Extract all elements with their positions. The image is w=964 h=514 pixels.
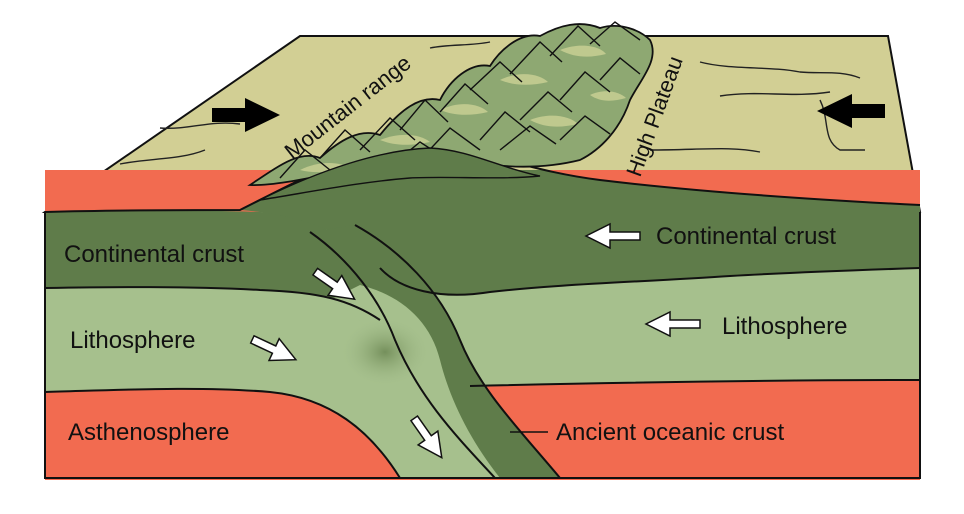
label-lithosphere-left: Lithosphere bbox=[70, 327, 195, 354]
continental-crust-left-layer bbox=[45, 210, 380, 320]
continental-crust-right-layer bbox=[240, 170, 920, 295]
arrow-crust-left bbox=[311, 267, 356, 301]
arrow-slab-down bbox=[409, 415, 443, 460]
label-continental-crust-right: Continental crust bbox=[656, 223, 836, 250]
arrow-lithosphere-right bbox=[644, 310, 701, 338]
arrow-crust-right bbox=[584, 222, 641, 250]
surface-arrow-right bbox=[817, 94, 885, 128]
label-lithosphere-right: Lithosphere bbox=[722, 313, 847, 340]
layer-boundaries bbox=[44, 224, 921, 479]
surface-arrow-left bbox=[212, 98, 280, 132]
slab-shading bbox=[340, 317, 430, 387]
block-outline bbox=[44, 212, 921, 479]
label-ancient-oceanic-crust: Ancient oceanic crust bbox=[556, 419, 784, 446]
mountain-range bbox=[247, 21, 654, 201]
label-continental-crust-left: Continental crust bbox=[64, 241, 244, 268]
arrow-lithosphere-left bbox=[249, 334, 298, 362]
motion-arrows bbox=[249, 222, 701, 460]
convergence-arrows bbox=[212, 94, 885, 132]
label-asthenosphere: Asthenosphere bbox=[68, 419, 229, 446]
